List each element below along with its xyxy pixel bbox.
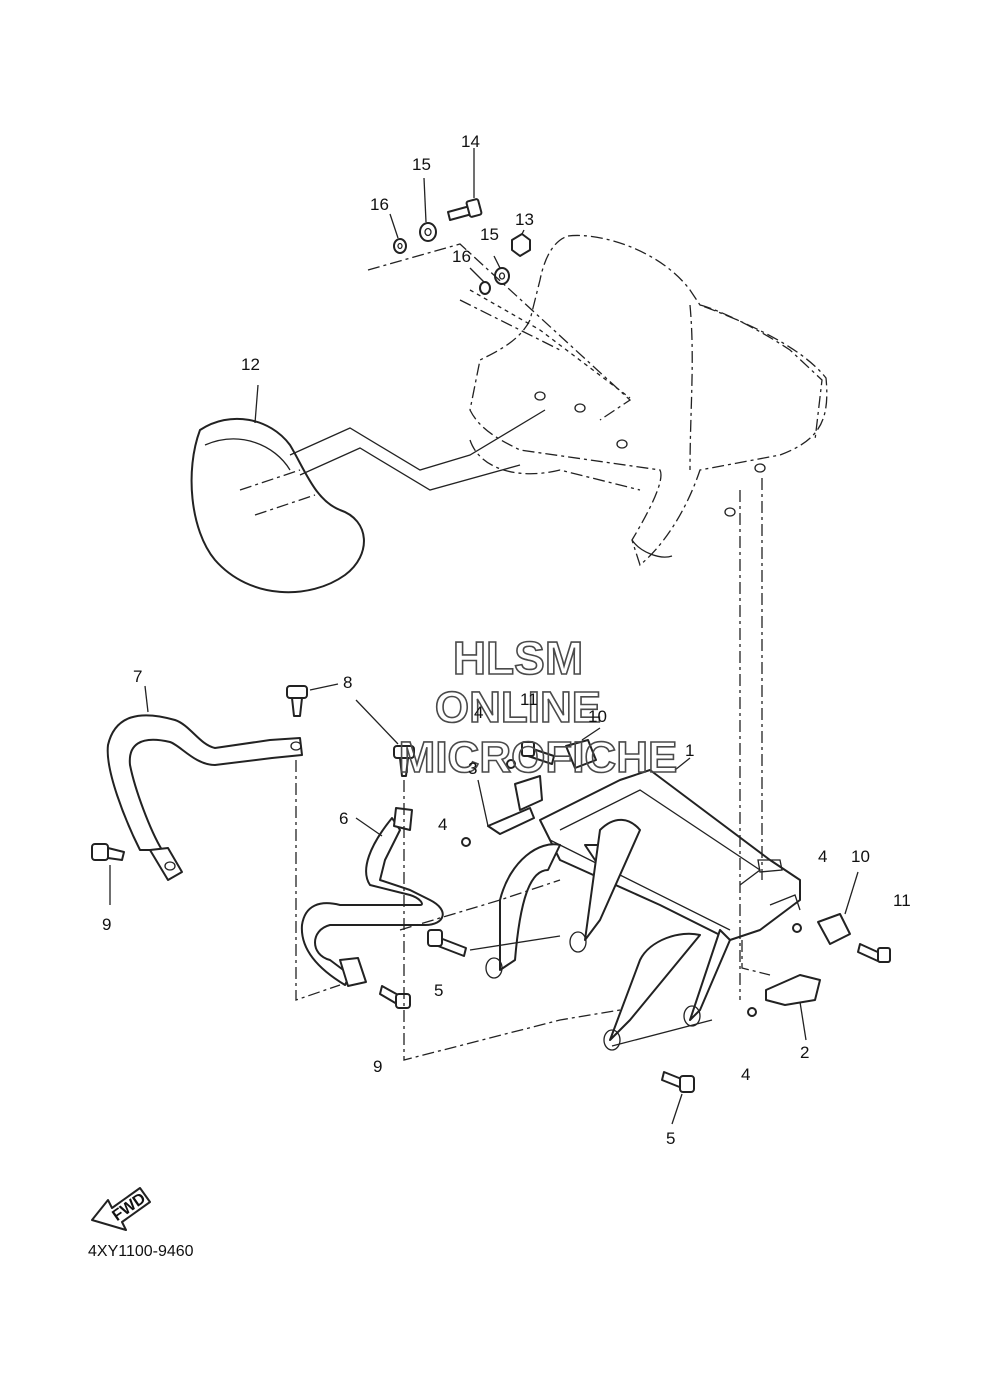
callout-4: 4 <box>741 1065 750 1084</box>
screw-4b <box>461 837 471 847</box>
bracket-3 <box>477 775 543 835</box>
bolt-9-left <box>91 843 125 905</box>
bolt-8 <box>286 683 339 717</box>
callout-9: 9 <box>102 915 111 934</box>
callout-16: 16 <box>370 195 389 214</box>
grab-bar-6 <box>300 807 444 987</box>
leader-line <box>671 1093 683 1125</box>
callout-15: 15 <box>412 155 431 174</box>
backrest-assembly <box>469 234 828 567</box>
leader-line <box>295 760 341 1001</box>
callout-6: 6 <box>339 809 348 828</box>
bolt-8-lower <box>355 699 415 777</box>
watermark-line3: MICROFICHE <box>399 733 678 782</box>
screw-4a <box>506 759 516 769</box>
callout-10: 10 <box>851 847 870 866</box>
leader-line <box>399 879 561 931</box>
watermark-line2: ONLINE <box>435 683 601 732</box>
leader-line <box>299 447 521 491</box>
screw-4d <box>747 1007 757 1017</box>
leader-line <box>611 1019 713 1047</box>
callout-5: 5 <box>434 981 443 1000</box>
leader-line <box>741 940 771 976</box>
screw-4c <box>792 923 802 933</box>
callout-11: 11 <box>893 891 911 910</box>
callout-4: 4 <box>474 703 483 722</box>
callout-4: 4 <box>438 815 447 834</box>
leader-line <box>289 409 546 471</box>
bolt-5-right <box>661 1071 695 1093</box>
callout-11: 11 <box>520 690 538 709</box>
damper-10-lower <box>817 871 859 945</box>
grab-bar-7 <box>106 685 303 881</box>
bolt-9-lower <box>379 985 411 1009</box>
callout-3: 3 <box>468 759 477 778</box>
fwd-arrow-icon: FWD <box>91 1187 151 1231</box>
leader-line <box>403 780 621 1061</box>
callout-16: 16 <box>452 247 471 266</box>
callout-4: 4 <box>818 847 827 866</box>
watermark-line1: HLSM <box>453 632 583 684</box>
callout-5: 5 <box>666 1129 675 1148</box>
callout-7: 7 <box>133 667 142 686</box>
callout-13: 13 <box>515 210 534 229</box>
seat-pad <box>190 384 365 594</box>
bolt-5-left <box>427 929 467 957</box>
callout-9: 9 <box>373 1057 382 1076</box>
callout-15: 15 <box>480 225 499 244</box>
callout-1: 1 <box>685 741 694 760</box>
leader-line <box>469 935 561 951</box>
callout-2: 2 <box>800 1043 809 1062</box>
backrest-frame <box>485 757 801 1051</box>
bolt-11-lower <box>857 943 891 963</box>
callout-8: 8 <box>343 673 352 692</box>
diagram-code: 4XY1100-9460 <box>88 1243 194 1260</box>
damper-10-upper <box>565 727 601 769</box>
callout-14: 14 <box>461 132 480 151</box>
fasteners-top <box>367 148 632 421</box>
bracket-2 <box>765 974 821 1041</box>
callout-10: 10 <box>588 707 607 726</box>
bolt-11-upper <box>521 741 555 765</box>
callout-12: 12 <box>241 355 260 374</box>
